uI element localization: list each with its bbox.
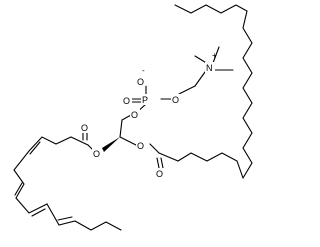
glycerol-backbone: [102, 119, 137, 152]
phosphorus-label: P: [142, 95, 148, 105]
glycerol-ester-oxygen-label: O: [131, 110, 138, 120]
molecule-diagram: O - O P O O N + O O O O: [13, 4, 253, 231]
structure-svg: O - O P O O N + O O O O: [13, 4, 253, 231]
positive-charge-label: +: [212, 51, 217, 60]
nitrogen-label: N: [206, 63, 213, 73]
head-ester-oxygen-label: O: [172, 95, 179, 105]
sn1-carbonyl-oxygen-label: O: [156, 169, 163, 179]
sn2-ester-oxygen-label: O: [93, 149, 100, 159]
polyunsaturated-acyl-chain: [13, 136, 122, 231]
negative-charge-label: -: [142, 66, 145, 75]
sn2-carbonyl-oxygen-label: O: [81, 123, 88, 133]
sn1-ester: [149, 143, 244, 179]
phosphate-oxide-label: O: [137, 77, 144, 87]
saturated-acyl-chain: [174, 4, 253, 179]
atom-labels: O - O P O O N + O O O O: [80, 51, 217, 179]
phosphate-double-o-label: O: [123, 96, 130, 106]
wedge-bond: [102, 137, 120, 152]
sn1-ester-oxygen-label: O: [137, 141, 144, 151]
